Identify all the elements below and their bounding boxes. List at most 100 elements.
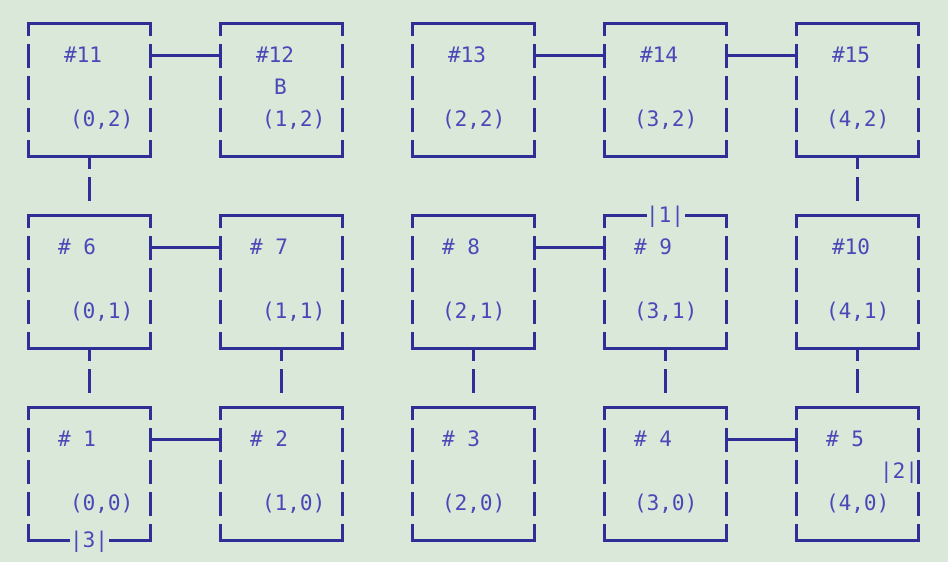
cell-11-right-border: [149, 108, 152, 132]
cell-14-right-border: [725, 108, 728, 132]
cell-6-coord: (0,1): [70, 299, 134, 323]
cell-2-coord: (1,0): [262, 491, 326, 515]
passage-7-2: [280, 369, 283, 393]
cell-9-right-border: [725, 214, 728, 228]
cell-12-right-border: [341, 22, 344, 36]
cell-12-left-border: [219, 76, 222, 100]
passage-15-10: [856, 177, 859, 201]
cell-2-right-border: [341, 406, 344, 420]
cell-6-left-border: [27, 236, 30, 260]
cell-8-left-border: [411, 236, 414, 260]
cell-15-left-border: [795, 140, 798, 158]
cell-6-top-border: [27, 214, 152, 217]
cell-5-id: # 5: [826, 427, 864, 451]
cell-5-left-border: [795, 492, 798, 516]
cell-1-left-border: [27, 406, 30, 420]
passage-14-15: [728, 54, 798, 57]
cell-10-right-border: [917, 332, 920, 350]
edge-label-1: |1|: [646, 203, 684, 227]
cell-2-top-border: [219, 406, 344, 409]
cell-11-right-border: [149, 140, 152, 158]
cell-9-right-border: [725, 236, 728, 260]
cell-14-right-border: [725, 76, 728, 100]
cell-4-right-border: [725, 460, 728, 484]
cell-15-id: #15: [832, 43, 870, 67]
cell-12-left-border: [219, 108, 222, 132]
cell-3-right-border: [533, 406, 536, 420]
cell-8-right-border: [533, 236, 536, 260]
cell-14-left-border: [603, 44, 606, 68]
cell-10-left-border: [795, 332, 798, 350]
passage-13-14: [536, 54, 606, 57]
cell-13-right-border: [533, 108, 536, 132]
cell-5-right-border: [917, 492, 920, 516]
cell-7-right-border: [341, 332, 344, 350]
cell-10-coord: (4,1): [826, 299, 890, 323]
cell-12-left-border: [219, 140, 222, 158]
passage-1-2: [152, 438, 222, 441]
cell-2-id: # 2: [250, 427, 288, 451]
cell-11-coord: (0,2): [70, 107, 134, 131]
cell-15-left-border: [795, 76, 798, 100]
cell-1-left-border: [27, 524, 30, 542]
cell-2-left-border: [219, 428, 222, 452]
cell-12-coord: (1,2): [262, 107, 326, 131]
cell-12-left-border: [219, 44, 222, 68]
cell-4-right-border: [725, 524, 728, 542]
cell-7-left-border: [219, 214, 222, 228]
cell-9-top-border-left: [603, 214, 647, 217]
cell-15-coord: (4,2): [826, 107, 890, 131]
cell-13-left-border: [411, 22, 414, 36]
cell-13-left-border: [411, 108, 414, 132]
cell-6-id: # 6: [58, 235, 96, 259]
cell-2-right-border: [341, 492, 344, 516]
cell-8-right-border: [533, 214, 536, 228]
cell-12-right-border: [341, 140, 344, 158]
cell-2-right-border: [341, 524, 344, 542]
cell-7-top-border: [219, 214, 344, 217]
cell-13-left-border: [411, 44, 414, 68]
cell-2-right-border: [341, 460, 344, 484]
cell-12-top-border: [219, 22, 344, 25]
cell-1-left-border: [27, 460, 30, 484]
cell-15-right-border: [917, 44, 920, 68]
cell-8-right-border: [533, 300, 536, 324]
cell-14-top-border: [603, 22, 728, 25]
passage-4-5: [728, 438, 798, 441]
cell-10-left-border: [795, 236, 798, 260]
cell-7-right-border: [341, 300, 344, 324]
passage-15-10: [856, 155, 859, 169]
passage-9-4: [664, 347, 667, 361]
cell-14-left-border: [603, 108, 606, 132]
cell-3-coord: (2,0): [442, 491, 506, 515]
cell-10-right-border: [917, 300, 920, 324]
cell-11-left-border: [27, 76, 30, 100]
cell-13-right-border: [533, 140, 536, 158]
cell-13-left-border: [411, 140, 414, 158]
cell-5-right-border: [917, 428, 920, 452]
cell-2-left-border: [219, 460, 222, 484]
cell-3-bottom-border: [411, 539, 536, 542]
cell-9-id: # 9: [634, 235, 672, 259]
cell-14-bottom-border: [603, 155, 728, 158]
cell-1-left-border: [27, 428, 30, 452]
cell-4-left-border: [603, 492, 606, 516]
cell-10-id: #10: [832, 235, 870, 259]
passage-11-6: [88, 155, 91, 169]
cell-6-right-border: [149, 236, 152, 260]
cell-10-right-border: [917, 214, 920, 228]
cell-2-left-border: [219, 406, 222, 420]
cell-2-left-border: [219, 524, 222, 542]
cell-12-right-border: [341, 108, 344, 132]
cell-9-left-border: [603, 332, 606, 350]
cell-10-top-border: [795, 214, 920, 217]
cell-6-right-border: [149, 300, 152, 324]
cell-7-right-border: [341, 214, 344, 228]
passage-11-12: [152, 54, 222, 57]
cell-11-right-border: [149, 76, 152, 100]
cell-5-left-border: [795, 524, 798, 542]
cell-8-right-border: [533, 268, 536, 292]
cell-5-bottom-border: [795, 539, 920, 542]
cell-5-marker: |2|: [880, 459, 918, 483]
